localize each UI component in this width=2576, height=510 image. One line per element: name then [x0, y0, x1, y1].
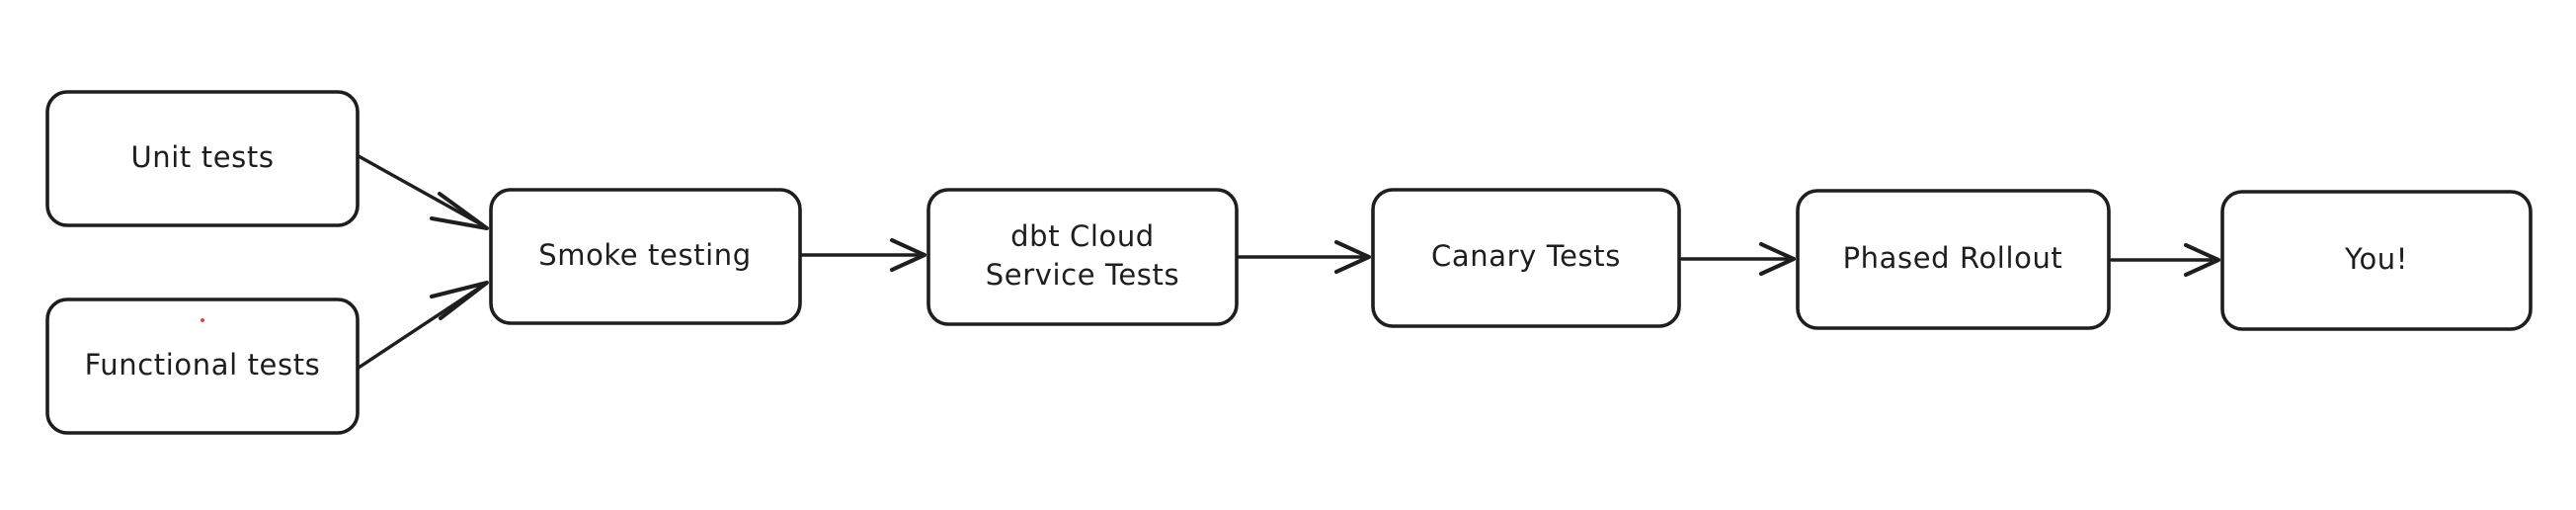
- node-dbt-cloud-service-tests[interactable]: dbt Cloud Service Tests: [926, 188, 1239, 326]
- node-unit-tests[interactable]: Unit tests: [45, 90, 360, 227]
- edge-phased-rollout-to-you: [2110, 243, 2220, 277]
- node-canary-tests[interactable]: Canary Tests: [1371, 188, 1681, 328]
- node-label-smoke-testing: Smoke testing: [538, 238, 752, 272]
- node-label-canary-tests: Canary Tests: [1431, 239, 1621, 273]
- node-label-functional-tests: Functional tests: [85, 348, 321, 382]
- node-shape[interactable]: [926, 188, 1239, 326]
- stray-dot-artifact: [201, 318, 204, 322]
- edge-unit-tests-to-smoke-testing: [357, 154, 489, 230]
- arrowhead-icon: [1334, 240, 1371, 274]
- edge-line: [357, 285, 483, 370]
- node-phased-rollout[interactable]: Phased Rollout: [1796, 189, 2111, 330]
- node-label-you: You!: [2344, 242, 2408, 276]
- node-shape[interactable]: [489, 188, 802, 325]
- node-you[interactable]: You!: [2220, 190, 2533, 331]
- edge-dbt-cloud-service-tests-to-canary-tests: [1237, 240, 1371, 274]
- arrowhead-icon: [1759, 242, 1796, 276]
- arrowhead-icon: [890, 238, 926, 272]
- node-shape[interactable]: [2220, 190, 2533, 331]
- edge-canary-tests-to-phased-rollout: [1680, 242, 1796, 276]
- node-label-phased-rollout: Phased Rollout: [1843, 241, 2063, 275]
- node-shape[interactable]: [45, 90, 360, 227]
- arrowhead-icon: [2184, 243, 2220, 277]
- arrowhead-icon: [430, 192, 489, 230]
- edge-functional-tests-to-smoke-testing: [357, 281, 489, 370]
- node-smoke-testing[interactable]: Smoke testing: [489, 188, 802, 325]
- node-shape[interactable]: [1796, 189, 2111, 330]
- node-label-dbt-cloud-line-1: dbt Cloud: [1010, 219, 1155, 253]
- node-shape[interactable]: [45, 298, 360, 435]
- node-shape[interactable]: [1371, 188, 1681, 328]
- edge-line: [357, 154, 483, 226]
- node-label-unit-tests: Unit tests: [130, 140, 274, 174]
- node-functional-tests[interactable]: Functional tests: [45, 298, 360, 435]
- node-label-dbt-cloud-line-2: Service Tests: [986, 258, 1179, 292]
- arrowhead-icon: [430, 281, 489, 320]
- edge-smoke-testing-to-dbt-cloud-service-tests: [800, 238, 926, 272]
